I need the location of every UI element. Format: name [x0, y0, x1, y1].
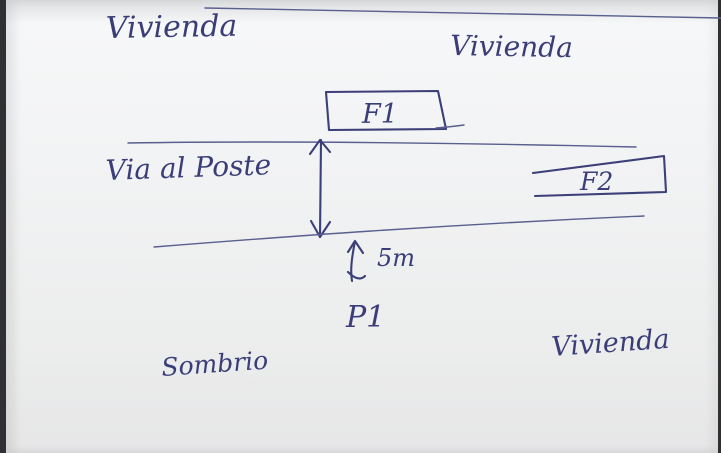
f2-box [531, 154, 668, 198]
paper-top-shadow [6, 0, 718, 24]
f1-box [324, 89, 448, 132]
vertical-arrow-shaft [318, 138, 323, 239]
f2-label: F2 [579, 167, 613, 196]
point-label: P1 [345, 300, 385, 335]
top-right-vivienda-label: Vivienda [450, 29, 573, 64]
distance-label: 5m [377, 244, 415, 272]
f1-label: F1 [361, 99, 398, 130]
vertical-arrow-bottom-head [309, 219, 332, 239]
vertical-arrow-top-head [308, 138, 332, 156]
road-label: Via al Poste [105, 148, 272, 187]
road-top-line [127, 141, 637, 148]
f1-box-underline [435, 124, 465, 129]
bottom-right-vivienda-label: Vivienda [550, 324, 670, 363]
top-left-vivienda-label: Vivienda [106, 9, 238, 46]
paper-top-edge-line [204, 7, 721, 19]
paper-sheet [6, 0, 718, 453]
road-bottom-line [153, 215, 645, 248]
bottom-left-sombrio-label: Sombrio [160, 346, 269, 382]
small-distance-arrow [346, 239, 367, 283]
